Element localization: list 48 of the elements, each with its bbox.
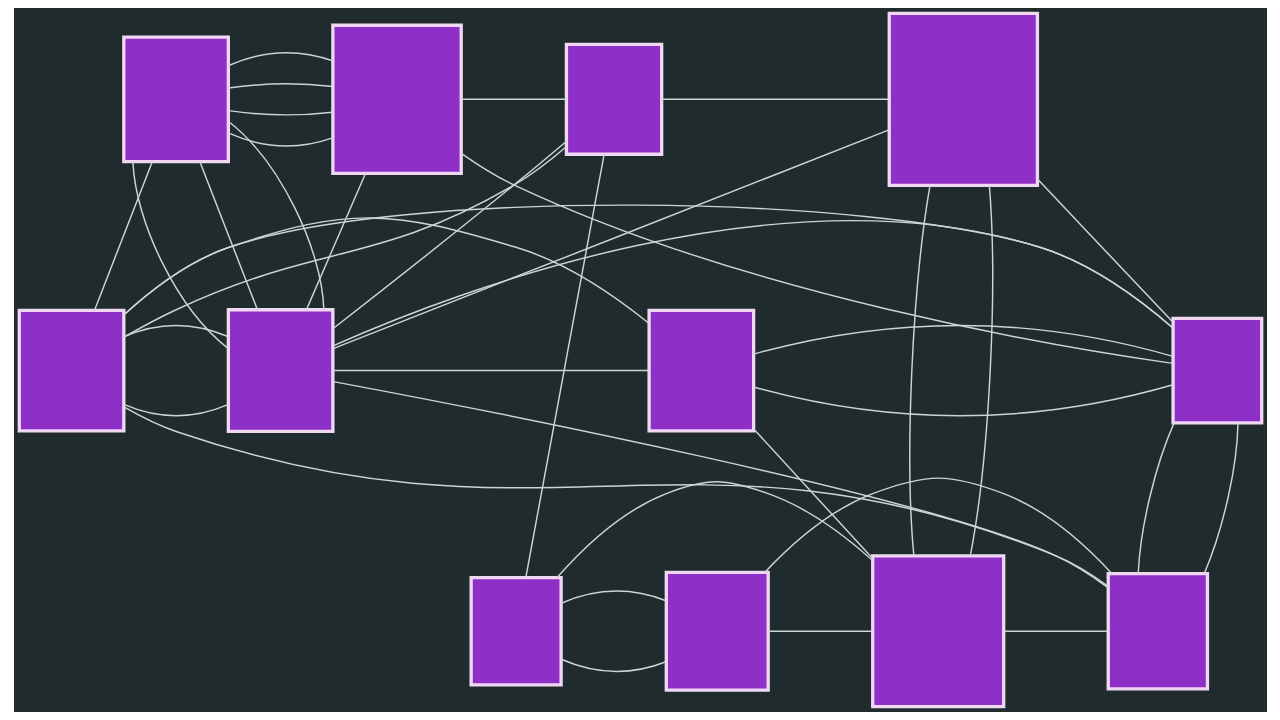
connector xyxy=(227,121,325,311)
node-box xyxy=(1170,316,1263,425)
connector xyxy=(198,160,258,311)
node-box xyxy=(1106,572,1209,691)
node-box xyxy=(226,308,335,434)
connector xyxy=(560,658,667,673)
connector xyxy=(122,403,229,417)
connector xyxy=(752,428,873,560)
connector xyxy=(305,172,366,311)
connector xyxy=(460,152,1173,365)
connector xyxy=(227,52,333,67)
node-box xyxy=(664,570,770,692)
connector xyxy=(560,590,667,604)
connector xyxy=(331,369,650,372)
connector xyxy=(227,83,333,89)
connector xyxy=(1036,178,1174,324)
connector xyxy=(555,481,873,579)
connector xyxy=(122,406,1109,587)
connector xyxy=(1203,422,1239,575)
connector xyxy=(122,324,229,338)
connector xyxy=(131,160,229,350)
connector xyxy=(908,184,931,557)
connector xyxy=(331,129,890,350)
connector xyxy=(763,477,1113,575)
connector xyxy=(969,184,993,557)
connector xyxy=(1002,630,1109,632)
node-box xyxy=(330,23,463,176)
connector xyxy=(752,384,1174,417)
node-box xyxy=(887,11,1039,187)
connector xyxy=(524,153,605,579)
connector xyxy=(332,140,567,330)
connector xyxy=(93,160,153,311)
node-box xyxy=(469,576,563,687)
connector xyxy=(227,109,333,116)
connector xyxy=(122,146,567,338)
node-box xyxy=(564,42,663,156)
connector xyxy=(1137,422,1175,575)
connector xyxy=(332,380,1109,589)
node-box xyxy=(121,35,230,164)
connector xyxy=(331,220,1174,347)
connector xyxy=(767,630,873,632)
connector xyxy=(660,98,890,101)
node-box xyxy=(870,554,1005,709)
connector xyxy=(460,98,567,101)
connector xyxy=(752,324,1174,358)
node-box xyxy=(646,308,755,433)
connector xyxy=(227,132,333,147)
node-box xyxy=(17,308,125,433)
